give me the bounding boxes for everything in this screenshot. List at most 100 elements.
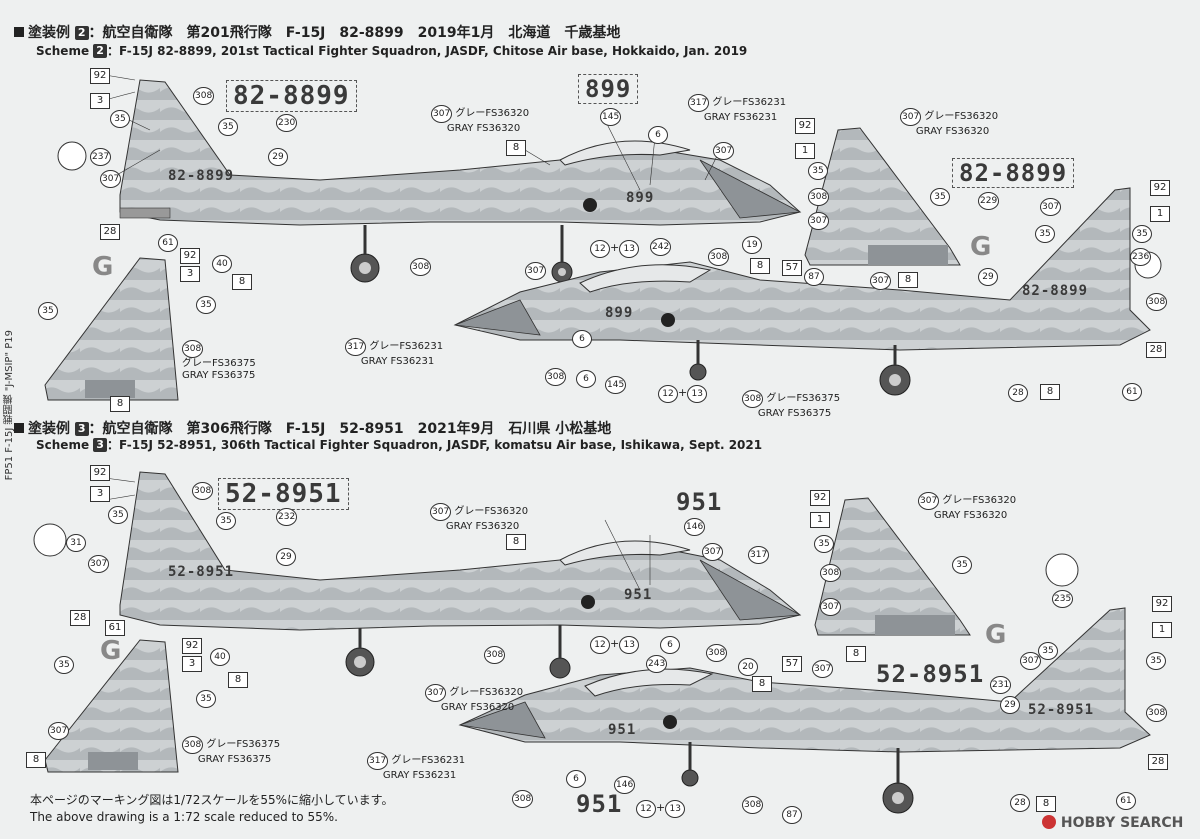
- scheme3-nose-number-right: 951: [608, 722, 637, 738]
- callout-35: 35: [1038, 642, 1058, 660]
- callout-12-13: 12+13: [658, 385, 708, 403]
- callout-12: 12: [590, 240, 610, 258]
- callout-92: 92: [795, 118, 815, 134]
- callout-35: 35: [814, 535, 834, 553]
- scheme2-color-308-label-bottom: 308 グレーFS36375 GRAY FS36375: [742, 390, 840, 420]
- callout-35: 35: [1035, 225, 1055, 243]
- callout-35: 35: [218, 118, 238, 136]
- callout-40: 40: [212, 255, 232, 273]
- scheme2-tail-right: [804, 127, 961, 266]
- color-en: GRAY FS36375: [182, 370, 256, 381]
- callout-8: 8: [506, 140, 526, 156]
- scheme2-side-view: [119, 79, 802, 283]
- eagle-emblem-31-icon: [33, 523, 67, 557]
- color-jp: グレーFS36320: [924, 111, 999, 122]
- callout-35: 35: [38, 302, 58, 320]
- callout-92: 92: [180, 248, 200, 264]
- callout-307: 307: [525, 262, 547, 280]
- callout-8: 8: [506, 534, 526, 550]
- callout-35: 35: [54, 656, 74, 674]
- callout-61: 61: [1116, 792, 1136, 810]
- callout-308: 308: [742, 390, 764, 408]
- callout-35: 35: [196, 690, 216, 708]
- watermark-text: HOBBY SEARCH: [1060, 815, 1184, 831]
- scheme3-header-jp: 塗装例 3：航空自衛隊 第306飛行隊 F-15J 52-8951 2021年9…: [14, 418, 611, 438]
- insignia-237-icon: [57, 141, 87, 171]
- scheme2-header-jp: 塗装例 2：航空自衛隊 第201飛行隊 F-15J 82-8899 2019年1…: [14, 22, 620, 42]
- scheme3-nose-number-decal: 951: [676, 488, 723, 516]
- color-en: GRAY FS36231: [382, 770, 457, 781]
- callout-19: 19: [742, 236, 762, 254]
- callout-87: 87: [782, 806, 802, 824]
- callout-13: 13: [687, 385, 708, 403]
- callout-231: 231: [990, 676, 1012, 694]
- callout-40: 40: [210, 648, 230, 666]
- scheme2-serial-decal-right: 82-8899: [952, 158, 1075, 188]
- callout-8: 8: [752, 676, 772, 692]
- scheme3-tail-right: [814, 497, 971, 636]
- callout-242: 242: [650, 238, 672, 256]
- callout-6: 6: [572, 330, 592, 348]
- callout-307: 307: [812, 660, 834, 678]
- scheme3-side-view: [119, 471, 802, 679]
- g-symbol-icon: G: [92, 252, 114, 282]
- scale-note-jp: 本ページのマーキング図は1/72スケールを55%に縮小しています。: [30, 793, 394, 807]
- callout-230: 230: [276, 114, 298, 132]
- callout-232: 232: [276, 508, 298, 526]
- callout-6: 6: [576, 370, 596, 388]
- color-jp: グレーFS36320: [454, 506, 529, 517]
- callout-61: 61: [158, 234, 178, 252]
- color-en: GRAY FS36231: [360, 356, 435, 367]
- color-en: GRAY FS36320: [445, 521, 520, 532]
- callout-3: 3: [180, 266, 200, 282]
- callout-8: 8: [1036, 796, 1056, 812]
- header-prefix: 塗装例: [28, 25, 70, 41]
- callout-307: 307: [808, 212, 830, 230]
- callout-307: 307: [100, 170, 122, 188]
- scheme2-nose-number-right: 899: [605, 305, 634, 321]
- scheme2-color-317-label: 317 グレーFS36231 GRAY FS36231: [688, 94, 786, 124]
- callout-229: 229: [978, 192, 1000, 210]
- callout-29: 29: [268, 148, 288, 166]
- scheme3-color-317-label: 317 グレーFS36231 GRAY FS36231: [367, 752, 465, 782]
- callout-1: 1: [795, 143, 815, 159]
- header-text: ：F-15J 52-8951, 306th Tactical Fighter S…: [106, 438, 763, 452]
- color-en: GRAY FS36320: [933, 510, 1008, 521]
- scheme3-tail-left: [44, 639, 179, 773]
- callout-308: 308: [708, 248, 730, 266]
- callout-13: 13: [665, 800, 686, 818]
- scheme2-serial-decal: 82-8899: [226, 80, 357, 112]
- callout-8: 8: [228, 672, 248, 688]
- callout-308: 308: [808, 188, 830, 206]
- callout-29: 29: [276, 548, 296, 566]
- eagle-emblem-235-icon: [1045, 553, 1079, 587]
- color-en: GRAY FS36320: [440, 702, 515, 713]
- scheme3-color-307-label-right: 307 グレーFS36320 GRAY FS36320: [918, 492, 1016, 522]
- color-en: GRAY FS36320: [446, 123, 521, 134]
- callout-308: 308: [820, 564, 842, 582]
- callout-35: 35: [1132, 225, 1152, 243]
- callout-28: 28: [70, 610, 90, 626]
- callout-308: 308: [512, 790, 534, 808]
- callout-308: 308: [182, 340, 204, 358]
- watermark: HOBBY SEARCH: [1042, 815, 1183, 831]
- callout-317: 317: [345, 338, 367, 356]
- callout-92: 92: [1152, 596, 1172, 612]
- callout-35: 35: [808, 162, 828, 180]
- scheme3-color-308-label: 308 グレーFS36375 GRAY FS36375: [182, 736, 280, 766]
- callout-12-13: 12+13: [636, 800, 686, 818]
- callout-307: 307: [820, 598, 842, 616]
- callout-6: 6: [648, 126, 668, 144]
- header-text: ：航空自衛隊 第306飛行隊 F-15J 52-8951 2021年9月 石川県…: [88, 421, 612, 437]
- callout-308: 308: [1146, 293, 1168, 311]
- callout-307: 307: [430, 503, 452, 521]
- color-en: GRAY FS36231: [703, 112, 778, 123]
- color-jp: グレーFS36375: [206, 739, 281, 750]
- g-symbol-icon: G: [985, 620, 1007, 650]
- callout-308: 308: [1146, 704, 1168, 722]
- scheme-number-badge: 3: [93, 438, 107, 452]
- callout-235: 235: [1052, 590, 1074, 608]
- callout-35: 35: [952, 556, 972, 574]
- callout-145: 145: [600, 108, 622, 126]
